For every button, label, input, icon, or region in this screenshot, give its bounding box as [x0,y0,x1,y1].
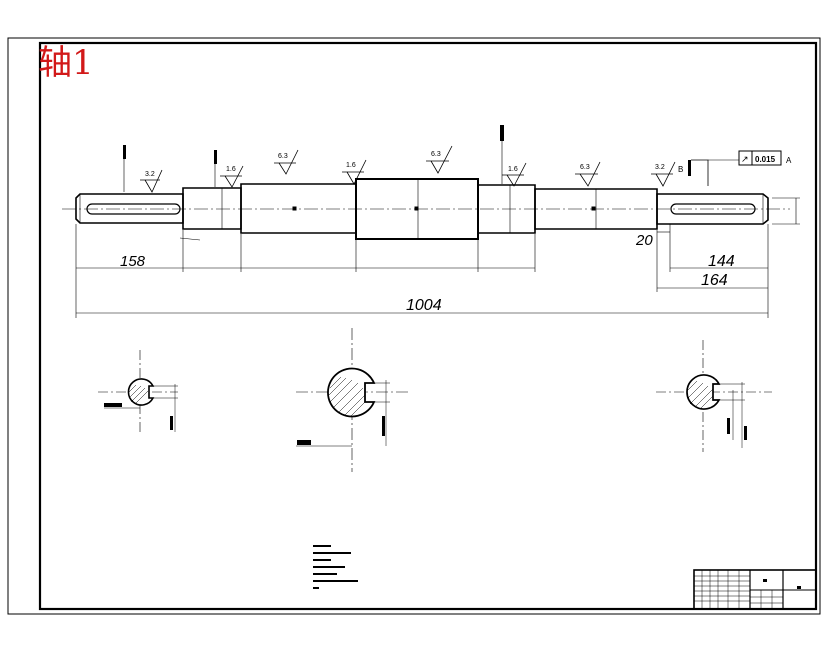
svg-text:6.3: 6.3 [431,151,441,158]
svg-text:1.6: 1.6 [508,166,518,173]
right-keyway-slot [670,203,756,215]
left-keyway-slot [86,203,181,215]
dim-1004: 1004 [406,297,442,314]
svg-text:6.3: 6.3 [278,153,288,160]
technical-requirements-notes [313,545,358,589]
shaft-main-view [62,178,790,240]
svg-text:3.2: 3.2 [145,171,155,178]
title-block [693,569,817,610]
dim-158: 158 [120,253,146,270]
inner-frame [38,41,818,611]
shaft-segment-mid-left [240,183,357,234]
tolerance-value: 0.015 [755,155,776,164]
roughness-symbol: 3.2 [140,169,163,193]
roughness-symbol: 1.6 [502,162,527,187]
datum-label-a: A [786,156,792,165]
dim-20: 20 [635,232,653,249]
dim-144: 144 [708,253,735,270]
shaft-segment-collar [355,178,479,240]
svg-text:1.6: 1.6 [226,166,236,173]
svg-text:6.3: 6.3 [580,164,590,171]
outer-frame [7,37,821,615]
drawing-title: 轴1 [38,43,94,83]
dimension-lines [75,197,800,318]
roughness-symbol: 3.2 [651,161,676,187]
tolerance-frame [738,150,782,166]
roughness-symbol: 6.3 [426,145,453,174]
svg-text:1.6: 1.6 [346,162,356,169]
shaft-segment-left-end [75,193,184,224]
roughness-symbol: 6.3 [575,161,601,187]
roughness-symbol: 1.6 [342,159,367,185]
svg-text:3.2: 3.2 [655,164,665,171]
fit-callouts [123,125,504,192]
runout-icon: ↗ [741,154,749,164]
roughness-symbols: 3.2 1.6 6.3 1.6 6.3 1.6 6.3 3.2 [140,145,676,193]
section-view-left [98,350,178,432]
section-view-center [296,328,410,472]
shaft-segment-bearing-left [182,187,242,230]
shaft-segment-mid-right [477,184,536,234]
section-view-right [656,340,772,452]
dim-164: 164 [701,272,728,289]
geometric-tolerance: B ↗ 0.015 A [678,150,792,186]
datum-label-b: B [678,165,683,174]
shaft-segment-bearing-right [534,188,658,230]
roughness-symbol: 1.6 [220,165,244,188]
dimension-text: 158 1004 144 164 20 [120,232,735,314]
roughness-symbol: 6.3 [274,149,299,175]
